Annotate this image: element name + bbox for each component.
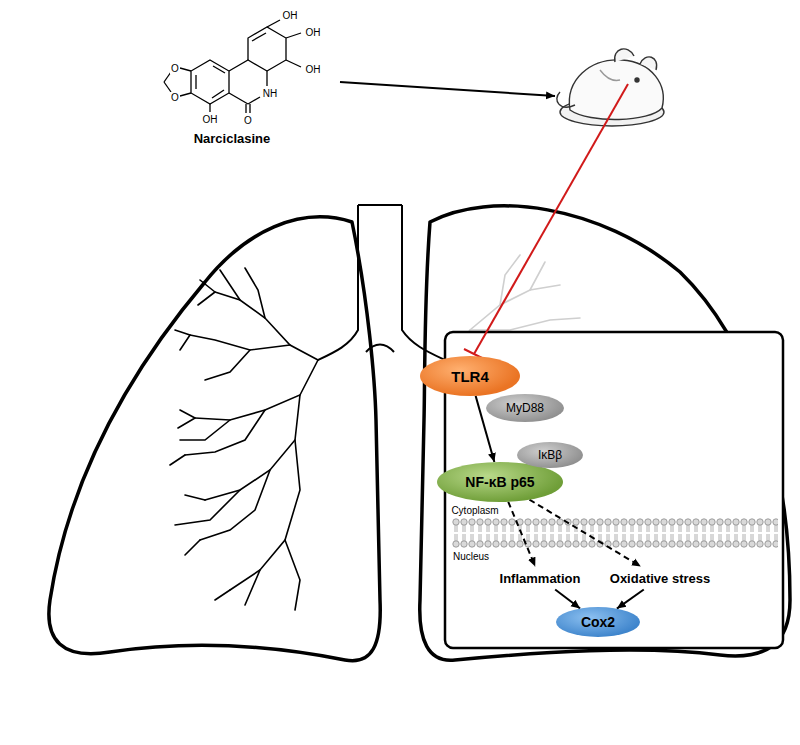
compartment-label: Cytoplasm: [450, 505, 499, 516]
compartment-label: Nucleus: [452, 551, 490, 562]
pathway-arrow: [555, 590, 580, 609]
lung-outline: [49, 206, 790, 661]
process-text: Oxidative stress: [607, 569, 713, 588]
atom-label: OH: [305, 27, 322, 38]
adaptor-ellipse: MyD88: [486, 394, 564, 422]
pathway-arrow: [529, 500, 640, 567]
transcription-factor-ellipse: NF-κB p65: [437, 462, 563, 502]
process-text: Inflammation: [497, 569, 584, 588]
atom-label: NH: [262, 88, 278, 99]
pathway-arrow: [508, 502, 535, 567]
narciclasine-structure: [164, 20, 301, 113]
node-text: IκBβ: [538, 448, 562, 462]
node-text: TLR4: [451, 368, 489, 385]
atom-label: OH: [282, 10, 299, 21]
atom-label: O: [170, 63, 180, 74]
dosing-arrow: [340, 82, 555, 96]
pathway-arrow: [617, 590, 644, 609]
compound-name: Narciclasine: [193, 132, 272, 146]
atom-label: O: [170, 92, 180, 103]
bronchial-tree: [170, 268, 318, 610]
inhibitor-ellipse: IκBβ: [517, 442, 583, 468]
trachea: [318, 205, 445, 360]
node-text: Oxidative stress: [610, 571, 710, 586]
atom-label: OH: [202, 114, 219, 125]
enzyme-ellipse: Cox2: [556, 607, 640, 637]
receptor-ellipse: TLR4: [420, 356, 520, 396]
node-text: Cox2: [581, 614, 615, 630]
node-text: MyD88: [506, 401, 544, 415]
atom-label: OH: [305, 64, 322, 75]
node-text: Inflammation: [500, 571, 581, 586]
atom-label: O: [243, 115, 253, 126]
cell-membrane: [452, 518, 778, 548]
inhibition-line: [464, 84, 628, 359]
node-text: NF-κB p65: [465, 474, 534, 490]
